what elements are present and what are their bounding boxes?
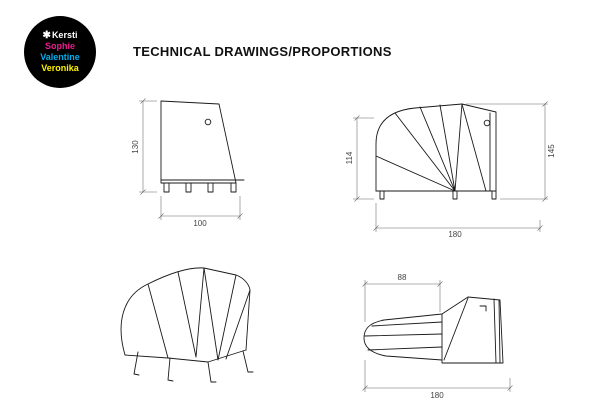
asterisk-icon: ✱ xyxy=(42,30,51,41)
side-view-drawing: 130 100 xyxy=(125,92,255,232)
page-title: TECHNICAL DRAWINGS/PROPORTIONS xyxy=(133,44,392,59)
perspective-view-drawing xyxy=(108,262,268,402)
perspective-view-linework xyxy=(120,267,254,383)
logo-name-kersti: Kersti xyxy=(51,30,78,40)
logo-line-kersti: ✱Kersti xyxy=(43,30,78,41)
side-view-height-dim: 130 xyxy=(131,140,140,154)
front-view-drawing: 114 145 180 xyxy=(340,96,565,241)
front-view-linework xyxy=(353,101,548,232)
logo-name-veronika: Veronika xyxy=(41,63,79,73)
front-view-width-dim: 180 xyxy=(448,230,462,239)
logo-name-sophie: Sophie xyxy=(44,41,75,51)
knob-detail-icon xyxy=(204,118,212,126)
knob-detail-icon xyxy=(483,119,491,127)
front-view-left-height-dim: 114 xyxy=(345,151,354,165)
profile-view-linework xyxy=(362,280,513,392)
profile-view-drawing: 88 180 xyxy=(352,270,517,404)
studio-logo: ✱Kersti Sophie Valentine Veronika xyxy=(24,16,96,88)
profile-view-width-dim: 180 xyxy=(430,391,444,400)
side-view-linework xyxy=(139,98,245,220)
logo-name-valentine: Valentine xyxy=(40,52,80,62)
side-view-width-dim: 100 xyxy=(193,219,207,228)
hinge-detail-icon xyxy=(479,305,487,312)
front-view-right-height-dim: 145 xyxy=(547,144,556,158)
profile-view-top-width-dim: 88 xyxy=(397,273,407,282)
